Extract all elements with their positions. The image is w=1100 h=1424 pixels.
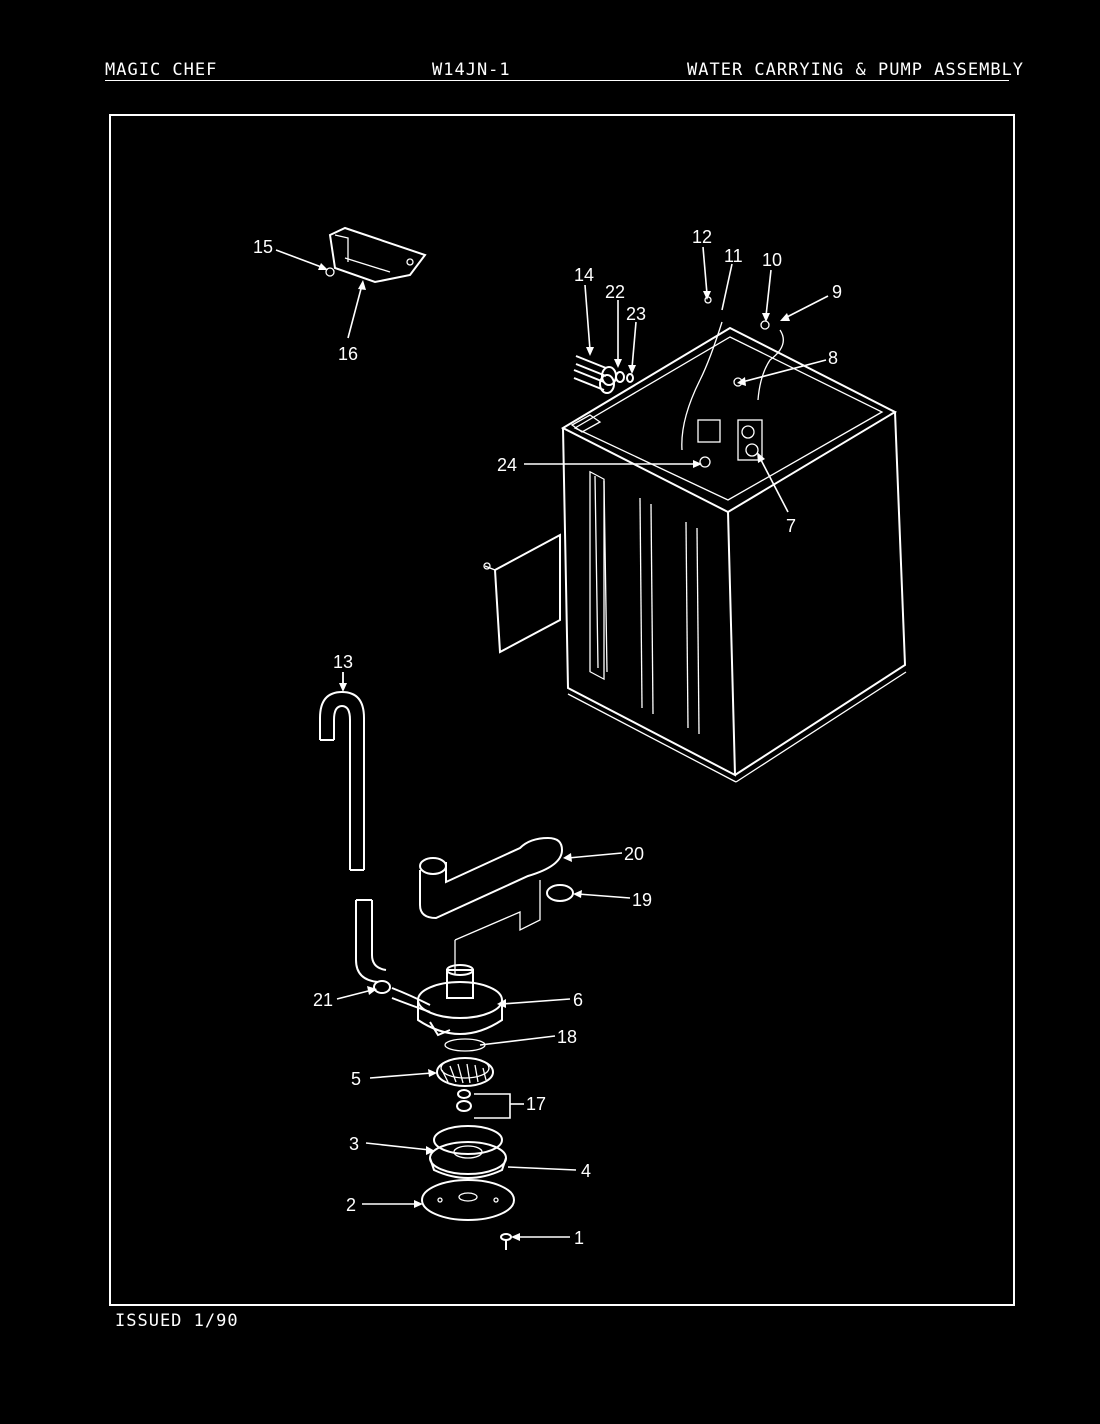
- washer-cabinet: [483, 296, 907, 783]
- clamp-19: [546, 884, 574, 902]
- callout-15: 15: [253, 237, 273, 257]
- callout-2: 2: [346, 1195, 356, 1215]
- callout-9: 9: [832, 282, 842, 302]
- callout-18: 18: [557, 1027, 577, 1047]
- hose-fittings: [573, 355, 634, 394]
- callout-21: 21: [313, 990, 333, 1010]
- callout-4: 4: [581, 1161, 591, 1181]
- callout-14: 14: [574, 265, 594, 285]
- callout-5: 5: [351, 1069, 361, 1089]
- pump-assembly: [373, 964, 515, 1250]
- callout-11: 11: [724, 246, 743, 266]
- callout-22: 22: [605, 282, 625, 302]
- issued-date: ISSUED 1/90: [115, 1311, 239, 1331]
- callout-8: 8: [828, 348, 838, 368]
- callout-24: 24: [497, 455, 517, 475]
- callout-leaders: [275, 246, 829, 1241]
- bracket-part: [325, 226, 427, 284]
- hose-20: [419, 836, 564, 975]
- callout-10: 10: [762, 250, 782, 270]
- callout-13: 13: [333, 652, 353, 672]
- callout-7: 7: [786, 516, 796, 536]
- header-rule: [105, 80, 1009, 81]
- diagram-frame: [109, 114, 1015, 1306]
- callout-12: 12: [692, 227, 712, 247]
- callout-19: 19: [632, 890, 652, 910]
- header-section-title: WATER CARRYING & PUMP ASSEMBLY: [687, 60, 1025, 80]
- header-brand: MAGIC CHEF: [105, 60, 218, 80]
- callout-20: 20: [624, 844, 644, 864]
- header-model: W14JN-1: [432, 60, 511, 80]
- callout-23: 23: [626, 304, 646, 324]
- callout-1: 1: [574, 1228, 584, 1248]
- callout-labels: 1 2 3 4 5 6 7 8 9 10 11 12 13 14 15 16 1…: [253, 227, 842, 1248]
- callout-6: 6: [573, 990, 583, 1010]
- callout-17: 17: [526, 1094, 546, 1114]
- hose-13: [319, 690, 387, 983]
- callout-16: 16: [338, 344, 358, 364]
- callout-3: 3: [349, 1134, 359, 1154]
